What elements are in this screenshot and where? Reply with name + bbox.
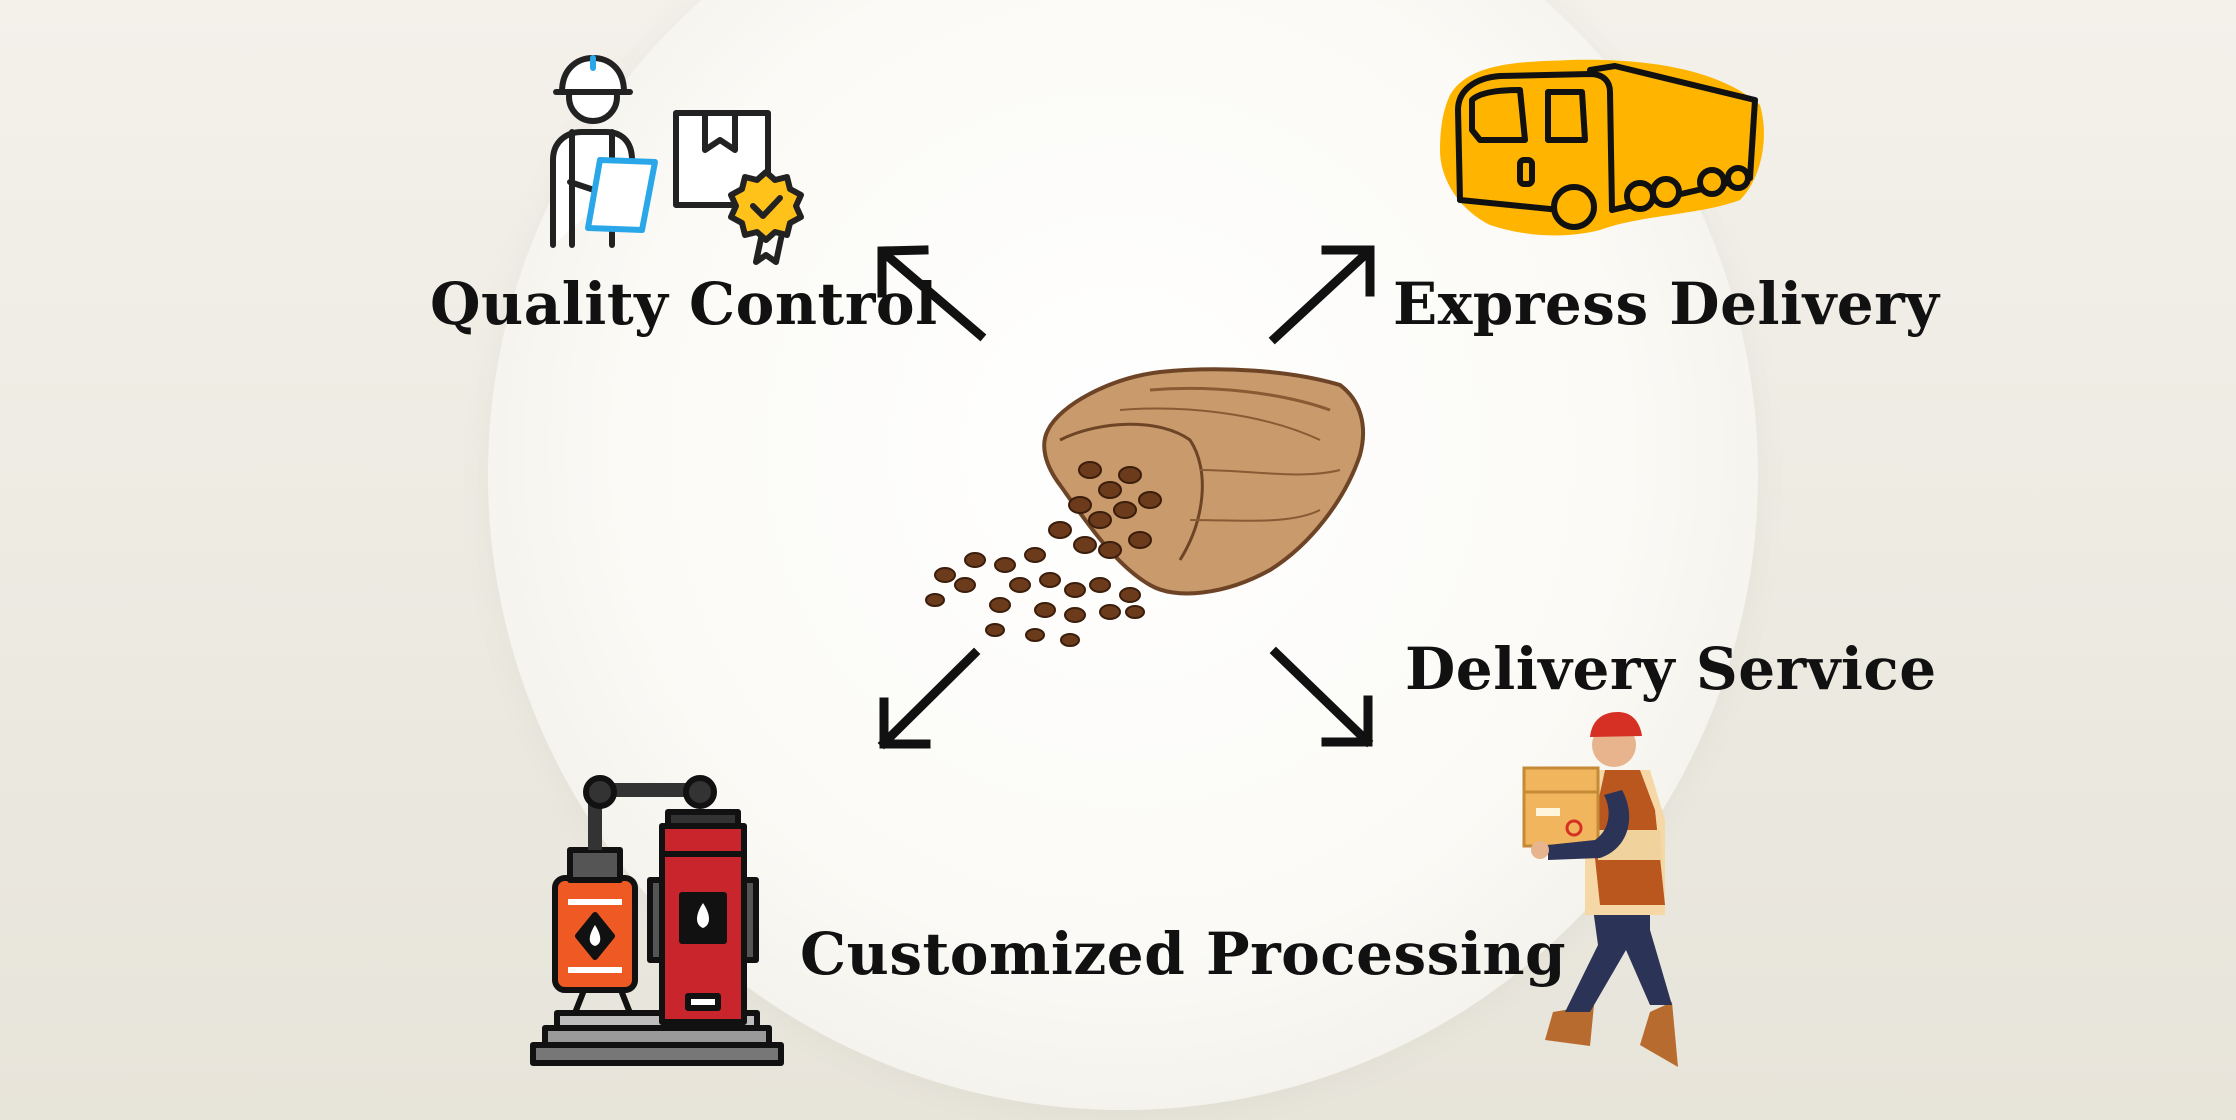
label-express-delivery: Express Delivery <box>1393 270 1940 338</box>
courier-with-box-icon <box>1522 712 1678 1067</box>
arrow-to-custom <box>877 647 981 750</box>
label-quality-control: Quality Control <box>430 270 938 338</box>
label-customized-processing: Customized Processing <box>800 920 1567 988</box>
processing-machine-icon <box>530 775 784 1066</box>
arrows <box>877 245 1375 750</box>
coffee-bean-sack-icon <box>925 367 1365 647</box>
arrow-to-quality <box>877 245 987 342</box>
inspector-certificate-icon <box>550 55 804 265</box>
label-delivery-service: Delivery Service <box>1405 635 1937 703</box>
arrow-to-express <box>1268 245 1375 345</box>
truck-icon <box>1440 59 1764 236</box>
arrow-to-service <box>1269 646 1374 748</box>
